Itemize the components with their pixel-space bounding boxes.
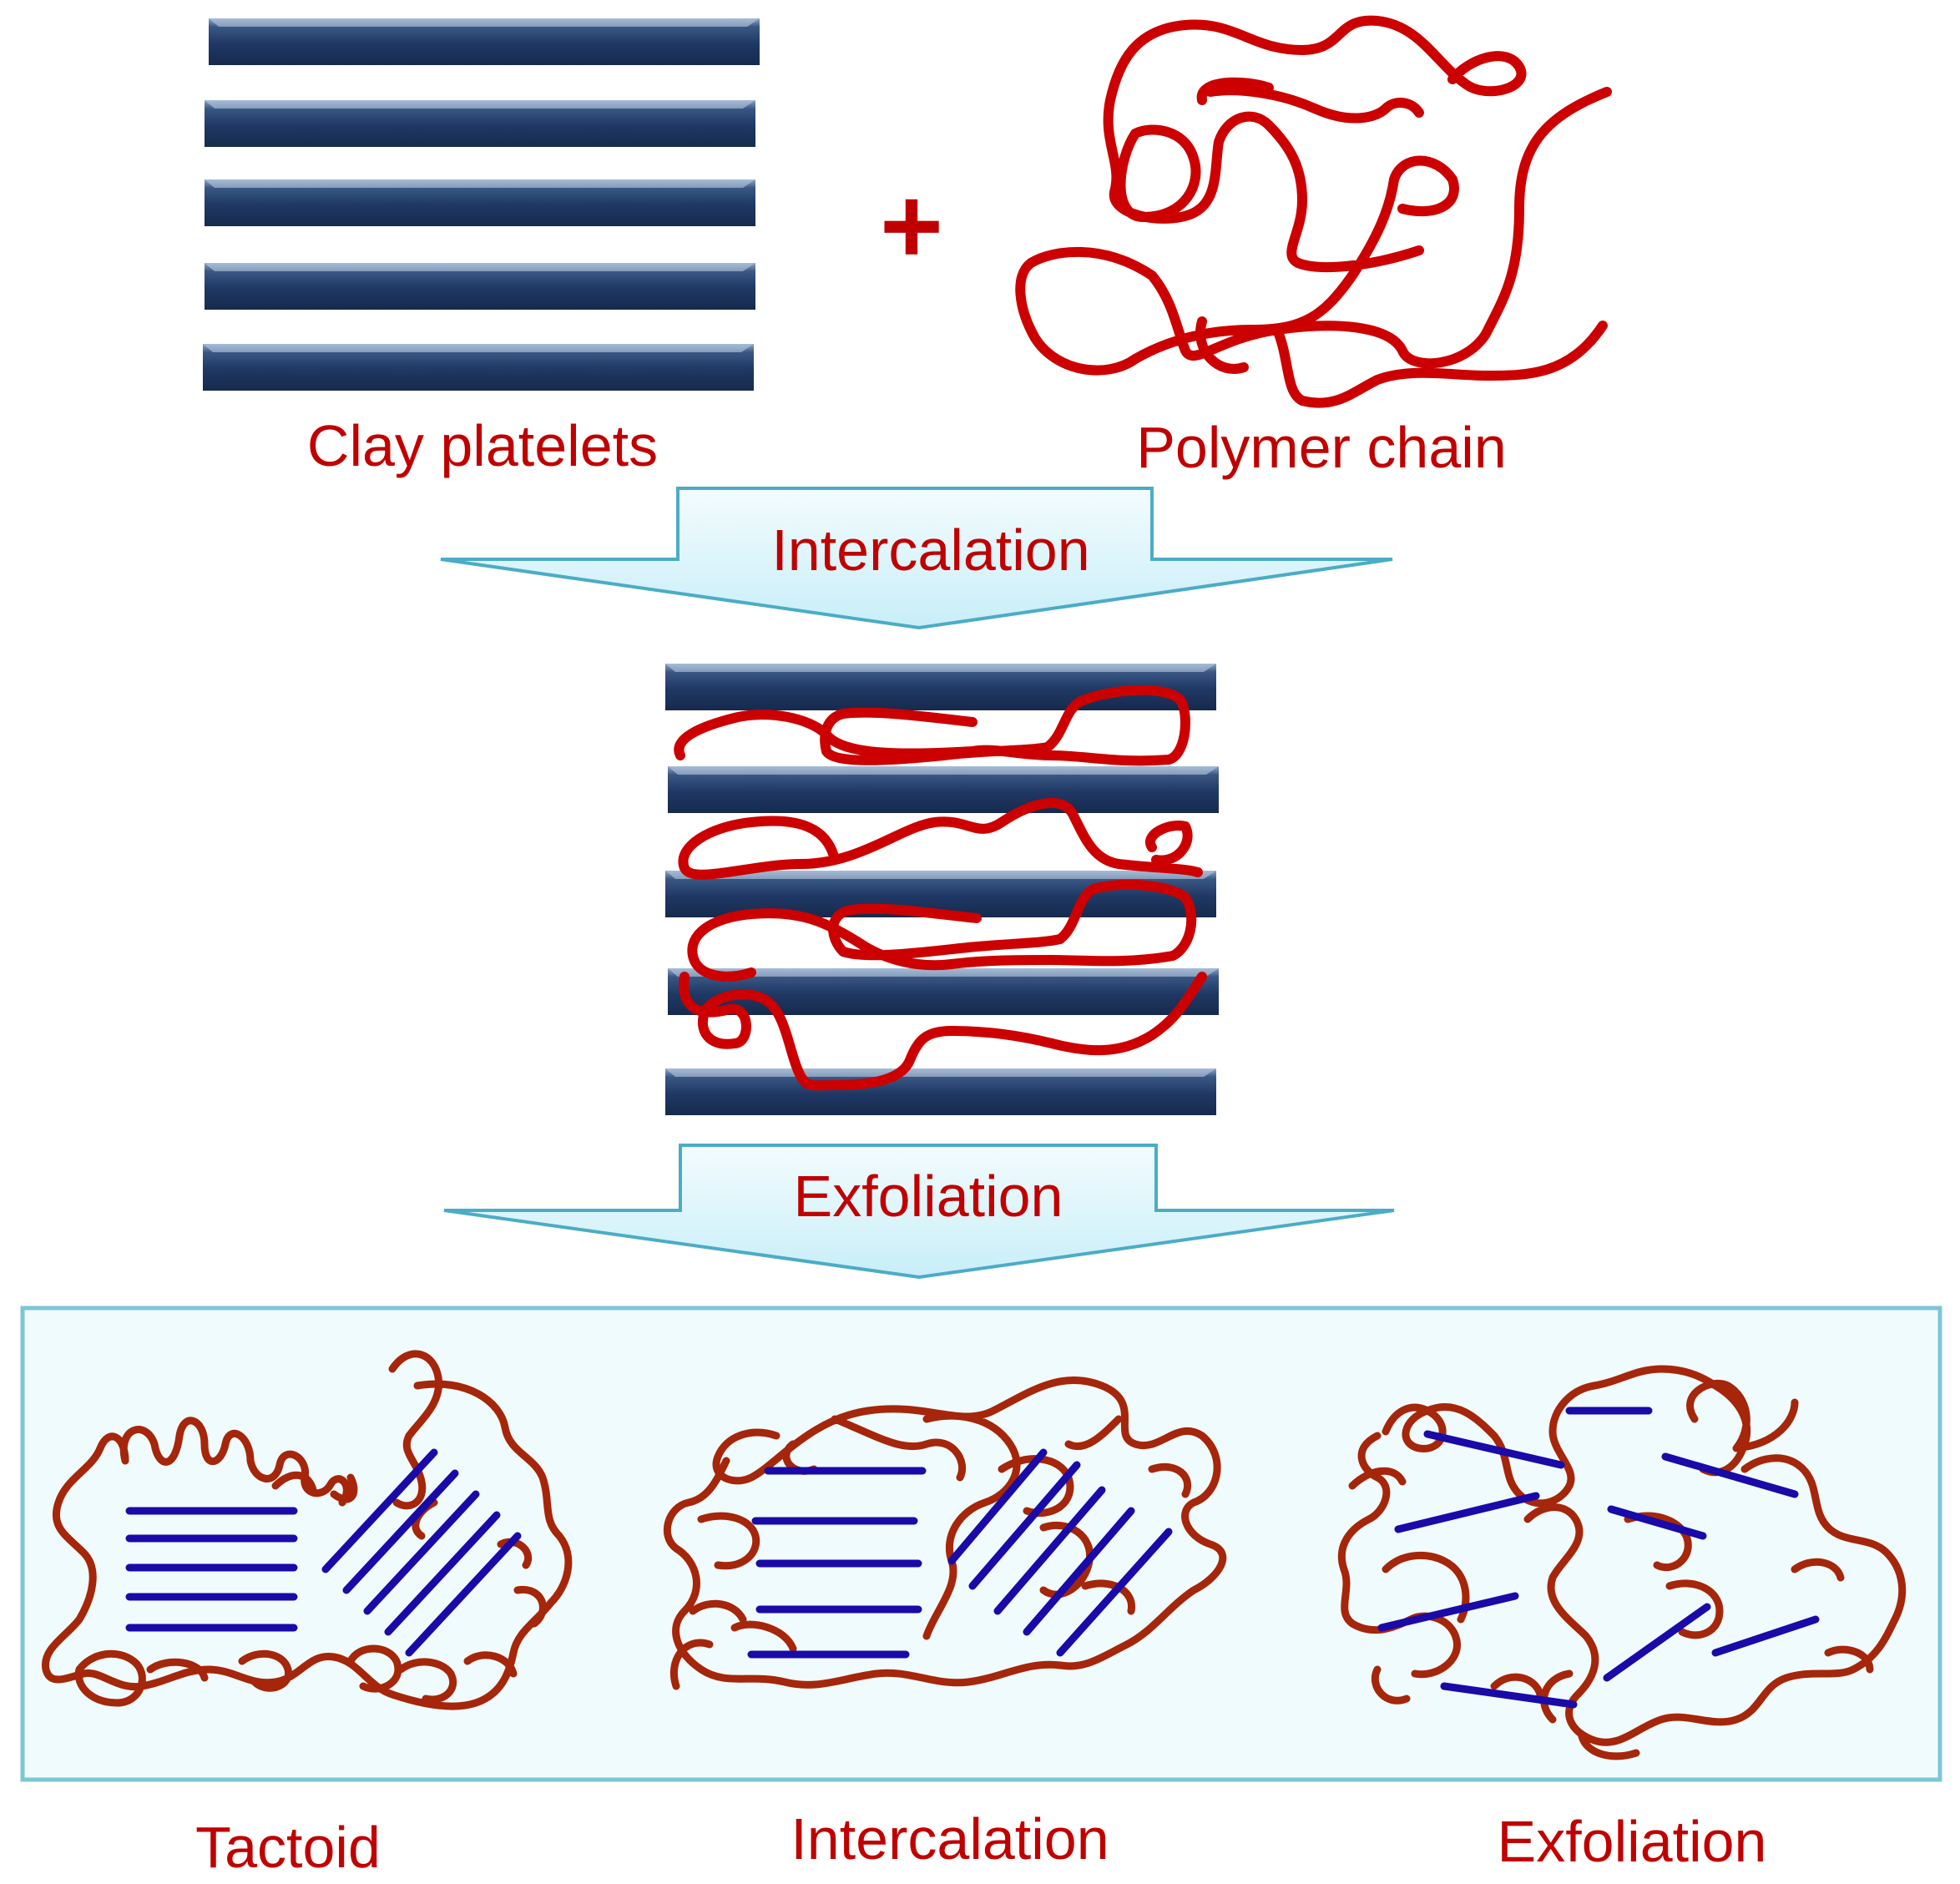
intercalated-platelet-line <box>968 1461 1081 1590</box>
tactoid-label: Tactoid <box>195 1815 381 1880</box>
exfoliated-polymer <box>1337 1365 1907 1760</box>
intercalated-polymer-chain <box>674 684 1207 1091</box>
exfoliation-label: Exfoliation <box>1498 1809 1767 1874</box>
intercalated-platelets <box>747 1448 1173 1659</box>
clay-platelet <box>205 179 755 226</box>
plus-sign: + <box>880 164 943 286</box>
intercalated-platelet-line <box>947 1448 1048 1565</box>
intercalation-label: Intercalation <box>791 1806 1109 1871</box>
intercalated-platelet-line <box>1023 1507 1135 1636</box>
exfoliated-platelets <box>1377 1407 1820 1709</box>
intercalation-arrow <box>440 487 1393 630</box>
tactoid-platelet-line <box>321 1448 438 1573</box>
exfoliated-platelet-line <box>1603 1603 1711 1682</box>
tactoid-morphology <box>42 1350 573 1710</box>
clay-platelet <box>205 263 755 310</box>
intercalated-morphology <box>663 1376 1227 1690</box>
intercalated-platelet-line <box>1056 1528 1173 1657</box>
tactoid-platelet-line <box>363 1490 480 1615</box>
morphology-panel <box>20 1306 1942 1782</box>
tactoid-platelets <box>125 1448 522 1657</box>
tactoid-platelet-line <box>342 1469 459 1594</box>
exfoliated-platelet-line <box>1423 1430 1565 1469</box>
tactoid-platelet-line <box>384 1511 501 1636</box>
intercalated-platelet <box>665 1068 1216 1115</box>
exfoliated-platelet-line <box>1394 1492 1540 1533</box>
clay-platelet <box>209 18 760 65</box>
clay-platelets-stack <box>203 18 760 391</box>
polymer-chain-label: Polymer chain <box>1136 415 1507 480</box>
exfoliated-morphology <box>1337 1365 1907 1760</box>
clay-platelets-label: Clay platelets <box>307 413 658 478</box>
intercalated-stack <box>665 664 1219 1115</box>
intercalation-arrow-label: Intercalation <box>771 518 1089 583</box>
exfoliated-platelet-line <box>1607 1505 1707 1540</box>
exfoliated-platelet-line <box>1377 1592 1519 1632</box>
clay-platelet <box>203 344 754 391</box>
tactoid-platelet-line <box>405 1532 522 1657</box>
intercalated-platelet <box>668 766 1219 813</box>
exfoliation-arrow-label: Exfoliation <box>794 1164 1063 1229</box>
intercalated-platelet <box>665 664 1216 710</box>
exfoliated-platelet-line <box>1440 1682 1578 1709</box>
exfoliated-platelet-line <box>1661 1452 1799 1498</box>
intercalated-platelet <box>668 968 1219 1015</box>
exfoliated-platelet-line <box>1711 1615 1820 1657</box>
clay-platelet <box>205 100 755 147</box>
exfoliation-arrow <box>443 1144 1395 1280</box>
polymer-chain-coil <box>1015 15 1612 408</box>
intercalated-platelet-line <box>993 1486 1106 1615</box>
